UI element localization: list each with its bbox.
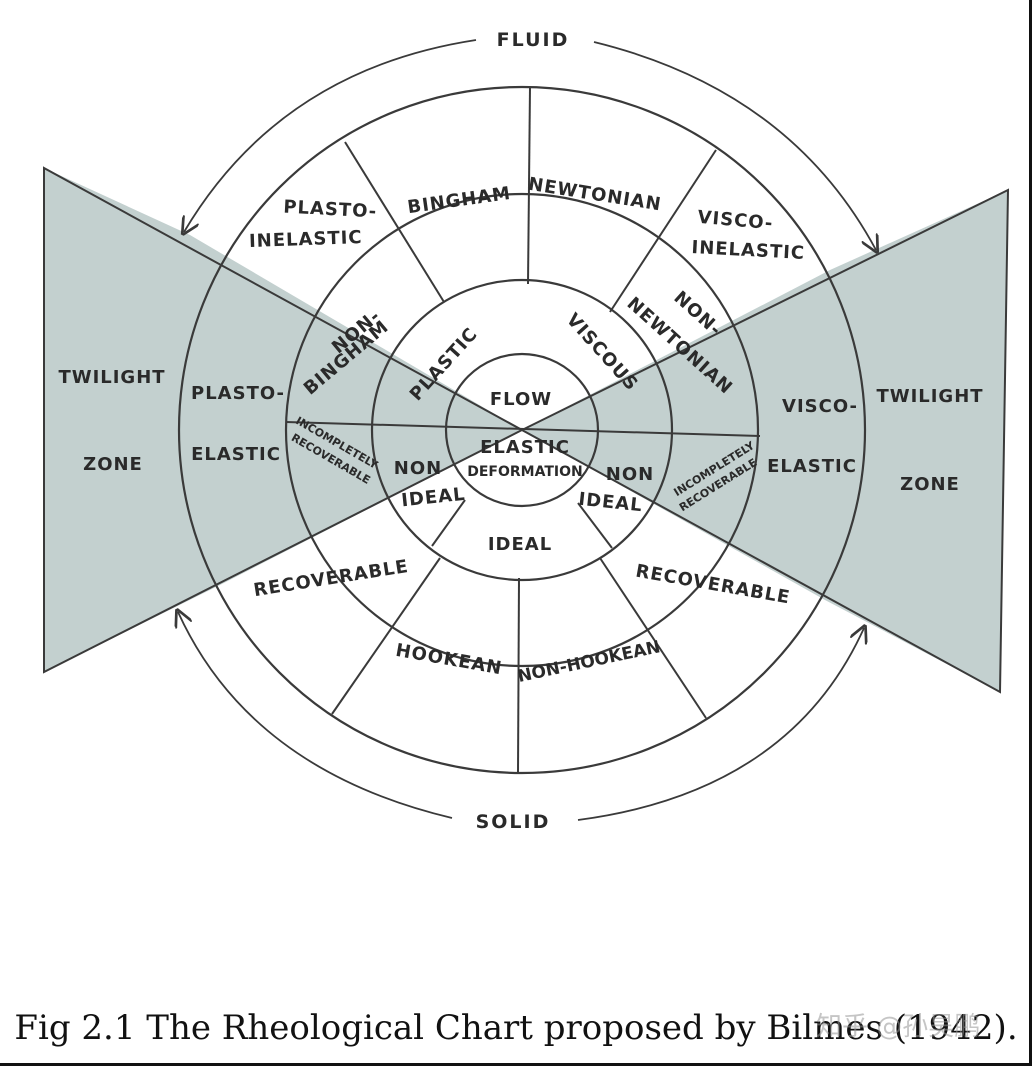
non-ideal-right-label-1: NON [606, 464, 654, 485]
hookean-label: HOOKEAN [394, 640, 504, 679]
spoke-top-right [609, 149, 717, 313]
flow-label: FLOW [490, 389, 552, 410]
plasto-elastic-label-1: PLASTO- [191, 383, 285, 404]
spoke-bottom-left [331, 557, 441, 715]
zone-left-label: ZONE [83, 454, 143, 475]
twilight-zone-left-border [43, 166, 525, 674]
elastic-label: ELASTIC [480, 437, 570, 458]
visco-inelastic-label-2: INELASTIC [691, 237, 806, 264]
visco-elastic-label-1: VISCO- [782, 396, 858, 417]
recoverable-left-label: RECOVERABLE [252, 556, 410, 601]
deformation-label: DEFORMATION [467, 464, 583, 480]
solid-arrow-right [577, 628, 864, 821]
zone-right-label: ZONE [900, 474, 960, 495]
horizontal-divider [285, 421, 761, 437]
non-ideal-right-label-2: IDEAL [577, 489, 643, 517]
fluid-arrow-left [184, 39, 477, 232]
spoke-ideal-right [577, 502, 613, 549]
plasto-elastic-label-2: ELASTIC [191, 444, 281, 465]
spoke-bottom-right [599, 557, 707, 719]
spoke-top-center [527, 86, 531, 285]
newtonian-label: NEWTONIAN [527, 174, 663, 216]
solid-arrow-left [178, 612, 453, 819]
non-hookean-label: NON-HOOKEAN [516, 637, 662, 687]
figure-caption: Fig 2.1 The Rheological Chart proposed b… [14, 1008, 1018, 1048]
non-ideal-left-label-2: IDEAL [400, 484, 466, 512]
fluid-label: FLUID [497, 29, 570, 51]
second-ring [284, 192, 760, 668]
inner-circle [444, 352, 600, 508]
twilight-zone-right-border [519, 188, 1010, 694]
third-ring [370, 278, 674, 582]
plasto-inelastic-label-2: INELASTIC [249, 227, 363, 252]
viscous-label: VISCOUS [562, 309, 642, 395]
chart-svg: FLUID SOLID TWILIGHT ZONE TWILIGHT ZONE … [43, 29, 1010, 833]
spoke-bottom-center [517, 577, 520, 774]
bingham-label: BINGHAM [406, 183, 512, 218]
watermark: 知乎 @孙昊鹏 [816, 1012, 981, 1042]
frame-bottom-border [0, 1063, 1032, 1066]
twilight-right-label: TWILIGHT [876, 386, 983, 407]
visco-inelastic-label-1: VISCO- [697, 207, 774, 235]
outer-ring [177, 85, 867, 775]
twilight-left-label: TWILIGHT [58, 367, 165, 388]
spoke-ideal-left [431, 499, 466, 547]
non-ideal-left-label-1: NON [394, 458, 442, 479]
frame-right-border [1029, 0, 1032, 1066]
fluid-arrow-right [593, 41, 876, 250]
solid-label: SOLID [476, 811, 551, 833]
plasto-inelastic-label-1: PLASTO- [283, 197, 378, 223]
ideal-label: IDEAL [488, 534, 552, 555]
visco-elastic-label-2: ELASTIC [767, 456, 857, 477]
twilight-zone-left-wedge [44, 168, 522, 672]
twilight-zone-right-wedge [522, 190, 1008, 692]
spoke-top-left [344, 141, 445, 303]
